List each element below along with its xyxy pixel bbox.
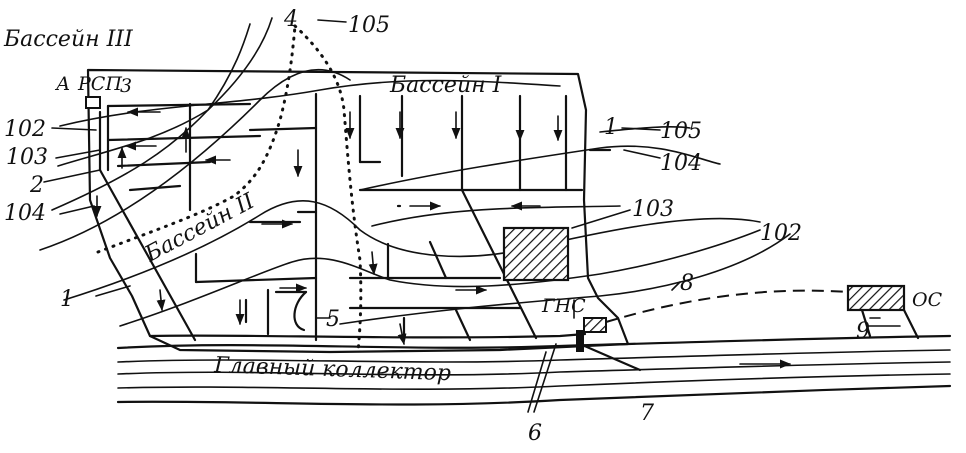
label-1-left: 1 bbox=[60, 287, 74, 312]
label-6: 6 bbox=[528, 421, 542, 446]
industrial-block bbox=[502, 226, 570, 282]
basin-divide-4 bbox=[293, 24, 363, 354]
point-a-label: А bbox=[54, 73, 70, 95]
pressure-line-8 bbox=[605, 289, 849, 323]
basin-divide-iii bbox=[96, 24, 297, 254]
os-label: ОС bbox=[912, 289, 943, 311]
basin-i-label: Бассейн I bbox=[389, 73, 503, 98]
label-3: 3 bbox=[120, 75, 132, 97]
contour-105-right: 105 bbox=[660, 119, 702, 144]
basin-iii-label: Бассейн III bbox=[3, 27, 134, 52]
contours bbox=[39, 17, 791, 327]
label-7: 7 bbox=[640, 401, 654, 426]
flow-arrows bbox=[92, 107, 563, 346]
contour-105-top: 105 bbox=[348, 13, 390, 38]
outlet-7 bbox=[576, 330, 584, 352]
rsp-box bbox=[85, 96, 101, 109]
contour-104-left: 104 bbox=[4, 201, 46, 226]
rsp-label: РСП bbox=[77, 73, 122, 95]
gns-label: ГНС bbox=[541, 295, 586, 317]
main-collector-label: Главный коллектор bbox=[213, 353, 452, 386]
label-5: 5 bbox=[326, 307, 340, 332]
label-8: 8 bbox=[680, 271, 694, 296]
contour-103-left: 103 bbox=[6, 145, 48, 170]
contour-102-left: 102 bbox=[4, 117, 46, 142]
leader-lines bbox=[43, 19, 881, 413]
outfall-9 bbox=[860, 308, 920, 340]
main-collector-line bbox=[148, 332, 587, 339]
label-1-right: 1 bbox=[604, 115, 618, 140]
treatment-plant-block bbox=[846, 284, 906, 312]
contour-104-right: 104 bbox=[660, 151, 702, 176]
river bbox=[116, 334, 952, 406]
catchment-boundary bbox=[86, 68, 630, 354]
label-9: 9 bbox=[856, 319, 870, 344]
contour-103-right: 103 bbox=[632, 197, 674, 222]
contour-102-right: 102 bbox=[760, 221, 802, 246]
label-2: 2 bbox=[29, 173, 44, 198]
pump-station-block bbox=[583, 317, 607, 333]
label-4: 4 bbox=[283, 7, 298, 32]
